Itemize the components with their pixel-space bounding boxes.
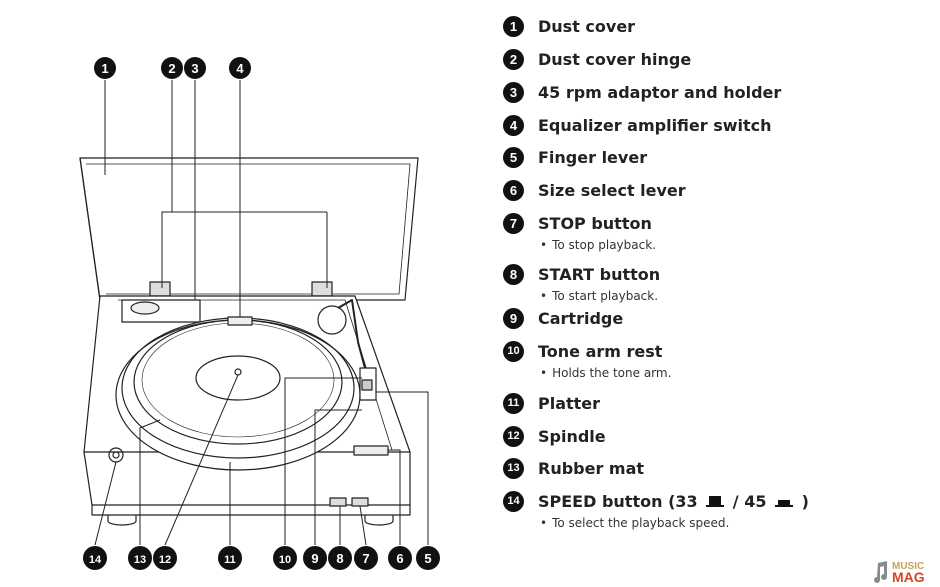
svg-text:8: 8 — [336, 551, 343, 566]
part-name: Dust cover — [538, 17, 636, 36]
svg-text:9: 9 — [311, 551, 318, 566]
speed-45-icon — [775, 500, 794, 507]
svg-text:12: 12 — [159, 554, 171, 566]
svg-text:1: 1 — [101, 61, 108, 76]
part-name: Spindle — [538, 427, 606, 446]
stop-button-shape — [351, 497, 369, 507]
svg-text:7: 7 — [362, 551, 369, 566]
svg-text:2: 2 — [168, 61, 175, 76]
turntable-diagram: 1 2 3 4 14 13 12 11 10 9 8 7 6 5 — [79, 57, 440, 570]
number-badge: 13 — [503, 458, 524, 479]
part-name: 45 rpm adaptor and holder — [538, 83, 782, 102]
callout-2: 2 — [161, 57, 183, 79]
number-badge: 8 — [503, 264, 524, 285]
part-name: Tone arm rest — [538, 342, 663, 361]
number-badge: 3 — [503, 82, 524, 103]
svg-text:5: 5 — [424, 551, 431, 566]
part-name: Platter — [538, 394, 601, 413]
watermark-line2: MAG — [892, 569, 925, 585]
number-badge: 9 — [503, 308, 524, 329]
part-name: STOP button — [538, 214, 652, 233]
number-badge: 2 — [503, 49, 524, 70]
svg-text:6: 6 — [396, 551, 403, 566]
svg-text:10: 10 — [279, 554, 291, 566]
part-note: •To select the playback speed. — [540, 516, 730, 530]
callout-6: 6 — [388, 546, 412, 570]
svg-text:3: 3 — [191, 61, 198, 76]
svg-text:14: 14 — [89, 554, 102, 566]
part-note: •To start playback. — [540, 289, 659, 303]
number-badge: 5 — [503, 147, 524, 168]
spindle-shape — [234, 368, 242, 376]
callout-11: 11 — [218, 546, 242, 570]
number-badge: 7 — [503, 213, 524, 234]
platter-shape — [115, 319, 361, 471]
musicmag-watermark: MUSIC MAG — [872, 560, 938, 586]
music-note-icon — [874, 561, 887, 583]
part-note: •Holds the tone arm. — [540, 366, 672, 380]
callout-8: 8 — [328, 546, 352, 570]
callout-13: 13 — [128, 546, 152, 570]
part-name: Cartridge — [538, 309, 624, 328]
number-badge: 4 — [503, 115, 524, 136]
callout-4: 4 — [229, 57, 251, 79]
dust-cover-shape — [79, 157, 419, 301]
part-name: START button — [538, 265, 661, 284]
speed-33-icon — [706, 496, 725, 507]
hinge-left-shape — [149, 281, 171, 297]
callout-3: 3 — [184, 57, 206, 79]
parts-legend: 1 Dust cover 2 Dust cover hinge 3 45 rpm… — [500, 0, 940, 587]
part-name: Size select lever — [538, 181, 686, 200]
svg-text:11: 11 — [224, 554, 236, 566]
number-badge: 14 — [503, 491, 524, 512]
part-name: Finger lever — [538, 148, 648, 167]
number-badge: 6 — [503, 180, 524, 201]
svg-text:4: 4 — [236, 61, 244, 76]
hinge-right-shape — [311, 281, 333, 297]
callout-10: 10 — [273, 546, 297, 570]
number-badge: 1 — [503, 16, 524, 37]
part-name: Equalizer amplifier switch — [538, 116, 772, 135]
callout-7: 7 — [354, 546, 378, 570]
part-note: •To stop playback. — [540, 238, 656, 252]
callout-12: 12 — [153, 546, 177, 570]
svg-text:13: 13 — [134, 554, 146, 566]
callout-9: 9 — [303, 546, 327, 570]
number-badge: 12 — [503, 426, 524, 447]
tone-arm-rest-shape — [361, 379, 373, 391]
number-badge: 10 — [503, 341, 524, 362]
part-name: SPEED button (33 / 45 ) — [538, 492, 809, 511]
part-name: Rubber mat — [538, 459, 645, 478]
start-button-shape — [329, 497, 347, 507]
callout-5: 5 — [416, 546, 440, 570]
watermark-line1: MUSIC — [892, 561, 925, 572]
number-badge: 11 — [503, 393, 524, 414]
callout-14: 14 — [83, 546, 107, 570]
part-name: Dust cover hinge — [538, 50, 692, 69]
callout-1: 1 — [94, 57, 116, 79]
